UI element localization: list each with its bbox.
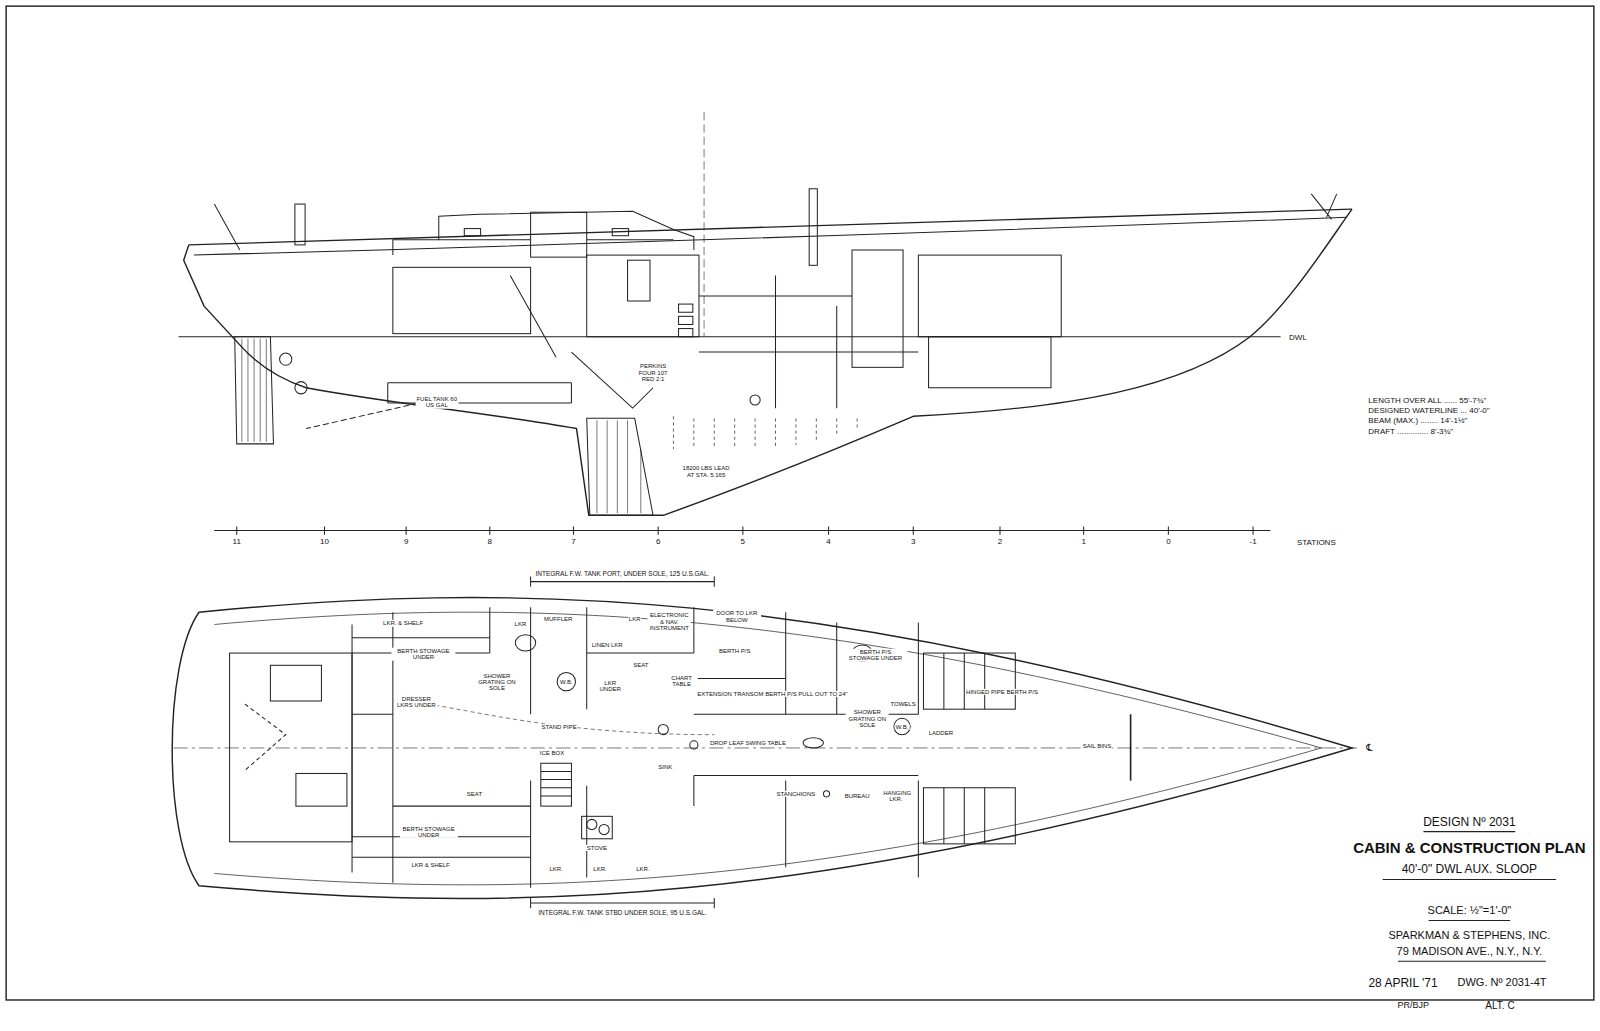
drawing-note: TOWELS [889,701,916,707]
drawing-note: LKR UNDER [596,679,624,692]
drawing-note: 4 [825,538,831,546]
drawing-note: 79 MADISON AVE., N.Y., N.Y. [1396,946,1544,958]
drawing-note: 7 [570,538,576,546]
drawing-note: 28 APRIL '71 [1367,976,1438,989]
drawing-note: ALT. C [1484,1001,1515,1012]
drawing-note: BEAM (MAX.) ........ 14'-1½" [1367,417,1468,425]
plan-view [172,577,1357,909]
drawing-note: BUREAU [844,793,871,799]
drawing-note: 9 [403,538,409,546]
drawing-note: 18200 LBS LEAD AT STA. 5.165 [680,465,733,478]
drawing-note: DESIGN Nº 2031 [1422,816,1516,829]
drawing-note: DRESSER LKRS UNDER [395,696,438,709]
drawing-note: LKR. [548,866,563,872]
drawing-note: STOVE [586,845,608,851]
drawing-note: STATIONS [1296,539,1337,547]
drawing-note: LKR. [592,866,607,872]
drawing-note: 6 [655,538,661,546]
drawing-note: LADDER [928,729,954,735]
drawing-note: 2 [997,538,1003,546]
drawing-note: LINEN LKR [591,642,624,648]
drawing-note: LKR. & SHELF [382,620,424,626]
drawing-note: CHART TABLE [665,674,698,687]
drawing-note: LENGTH OVER ALL ...... 55'-7¾" [1367,397,1487,405]
profile-view [179,112,1352,515]
drawing-note: DRAFT .............. 8'-3¾" [1367,427,1454,435]
station-scale [214,527,1270,535]
drawing-note: EXTENSION TRANSOM BERTH P/S PULL OUT TO … [696,691,848,697]
drawing-note: 5 [740,538,746,546]
drawing-note: DESIGNED WATERLINE ... 40'-0" [1367,407,1490,415]
drawing-note: 0 [1165,538,1171,546]
drawing-note: SPARKMAN & STEPHENS, INC. [1387,930,1551,942]
sheet-border [6,6,1594,1000]
drawing-note: SCALE: ½"=1'-0" [1427,905,1513,917]
drawing-note: SEAT [632,662,649,668]
drawing-title: CABIN & CONSTRUCTION PLAN [1352,840,1587,856]
drawing-note: HANGING LKR. [882,790,910,803]
drawing-note: SINK [657,764,673,770]
drawing-note: INTEGRAL F.W. TANK PORT, UNDER SOLE, 125… [535,571,711,578]
drawing-note: BERTH STOWAGE UNDER [392,648,455,661]
drawing-note: PERKINS FOUR 107 RED 2:1 [631,363,676,382]
drawing-note: STANCHIONS [775,791,816,797]
drawing-note: BERTH P/S [718,648,752,654]
drawing-note: 11 [232,538,242,546]
drawing-note: HINGED PIPE BERTH P/S [965,689,1039,695]
drawing-note: PR/BJP [1396,1001,1430,1010]
drawing-note: -1 [1248,538,1257,546]
drawing-note: SAIL BINS [1082,743,1112,749]
drawing-note: ICE BOX [539,750,565,756]
drawing-note: ELECTRONIC & NAV. INSTRUMENT [648,612,691,631]
drawing-note: LKR & SHELF [410,862,450,868]
drawing-note: DOOR TO LKR BELOW [713,610,761,623]
drawing-note: SHOWER GRATING ON SOLE [477,672,518,691]
drawing-note: 10 [319,538,330,546]
drawing-note: BERTH STOWAGE UNDER [400,825,458,838]
drawing-note: W.B. [895,723,910,729]
drawing-note: SHOWER GRATING ON SOLE [846,709,889,728]
drawing-note: LKR [628,616,642,622]
drawing-note: 40'-0" DWL AUX. SLOOP [1401,863,1539,876]
drawing-note: LKR [514,621,528,627]
drawing-note: W.B. [559,678,574,684]
drawing-note: 3 [910,538,916,546]
drawing-note: DROP LEAF SWING TABLE [709,740,787,746]
drawing-note: FUEL TANK 60 US GAL [415,396,458,409]
drawing-note: LKR. [635,866,650,872]
drawing-note: 1 [1080,538,1086,546]
drawing-note: SEAT [466,791,483,797]
drawing-note: DWG. Nº 2031-4T [1457,977,1548,989]
drawing-note: BERTH P/S STOWAGE UNDER [844,649,907,662]
drawing-note: STAND PIPE [541,723,578,729]
drawing-note: INTEGRAL F.W. TANK STBD UNDER SOLE, 95 U… [537,910,708,917]
drawing-note: DWL [1288,334,1308,342]
drawing-note: MUFFLER [543,616,573,622]
drawing-note: 8 [487,538,493,546]
drawing-note: ℄ [1365,743,1373,754]
